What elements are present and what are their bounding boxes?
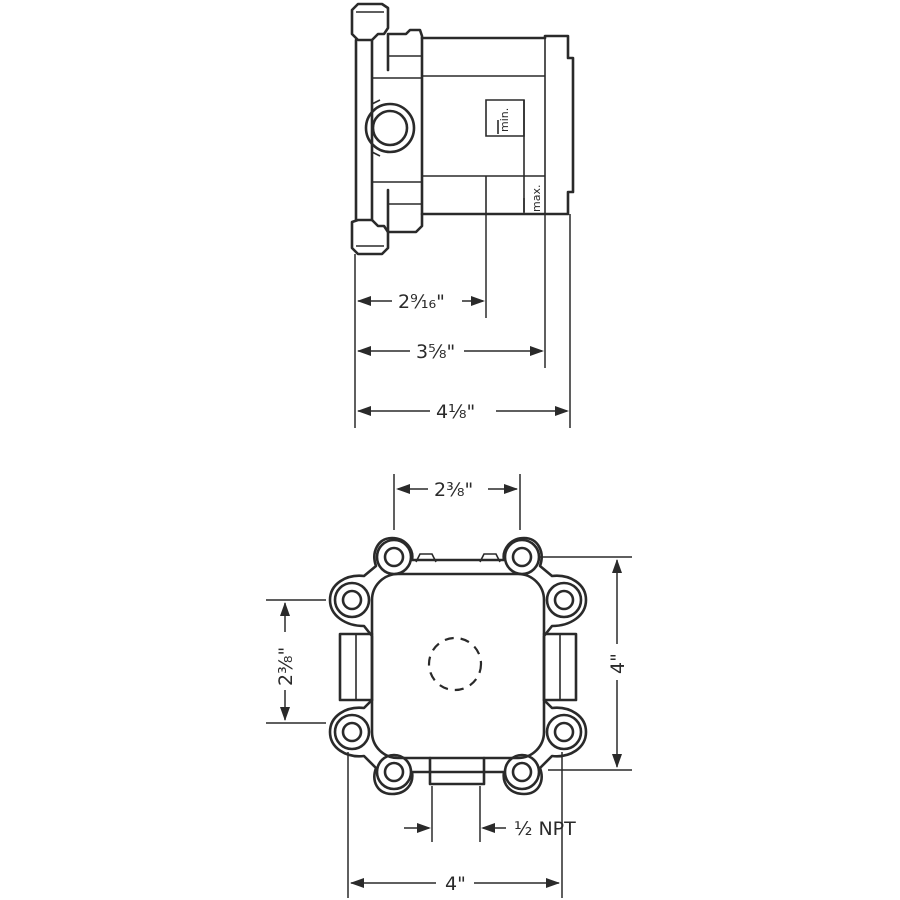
dim-right-height: 4"	[540, 556, 632, 771]
bolt-holes	[333, 538, 583, 791]
side-top-lug	[350, 2, 390, 42]
dim-left-bolt-spacing-label: 2³⁄₈"	[275, 647, 297, 686]
dim-overall-depth: 4¹⁄₈"	[357, 401, 569, 423]
dim-max-depth: 3⁵⁄₈"	[357, 341, 544, 363]
dim-min-depth-label: 2⁹⁄₁₆"	[398, 291, 445, 313]
dim-top-bolt-spacing: 2³⁄₈"	[393, 474, 521, 530]
hidden-center-port	[427, 636, 483, 692]
front-inner-square	[370, 572, 546, 760]
side-view: min. max. 2⁹⁄₁₆" 3⁵⁄₈" 4¹⁄₈	[350, 2, 575, 428]
dim-top-bolt-spacing-label: 2³⁄₈"	[434, 479, 473, 501]
dim-overall-depth-label: 4¹⁄₈"	[436, 401, 475, 423]
dim-outlet-npt: ½ NPT	[404, 786, 576, 842]
side-port-inner	[371, 109, 409, 147]
dim-left-bolt-spacing: 2³⁄₈"	[266, 599, 326, 724]
side-port-outer	[364, 102, 416, 154]
dim-bottom-width-label: 4"	[445, 873, 466, 895]
dim-min-depth: 2⁹⁄₁₆"	[357, 291, 485, 313]
side-bottom-lug	[350, 218, 390, 256]
dim-right-height-label: 4"	[607, 653, 629, 674]
dim-bottom-width: 4"	[347, 752, 563, 898]
front-flange	[328, 536, 588, 796]
side-body	[420, 34, 575, 216]
outlet-npt-label: ½ NPT	[514, 818, 576, 840]
min-label: min.	[498, 108, 511, 132]
front-view: 2³⁄₈" 2³⁄₈" 4"	[266, 474, 632, 898]
max-label: max.	[530, 185, 543, 212]
bottom-outlet	[428, 756, 486, 786]
dim-max-depth-label: 3⁵⁄₈"	[416, 341, 455, 363]
